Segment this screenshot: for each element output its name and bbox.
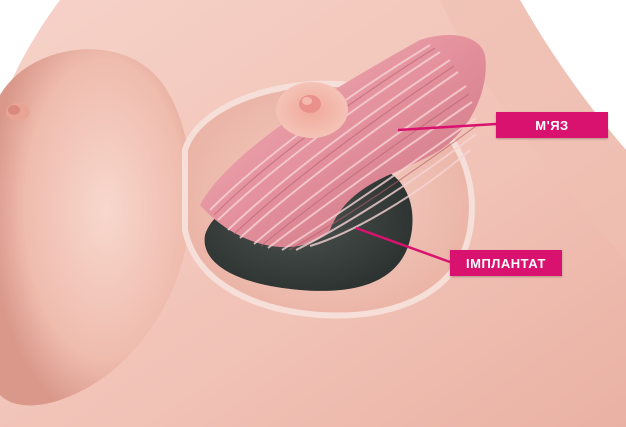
- muscle-label: М'ЯЗ: [496, 112, 608, 138]
- muscle-pointer-line: [397, 122, 497, 132]
- pectoral-muscle: [200, 35, 486, 251]
- implant-pointer-line: [355, 226, 451, 264]
- implant-label: ІМПЛАНТАТ: [450, 250, 562, 276]
- implant-label-text: ІМПЛАНТАТ: [466, 255, 546, 271]
- muscle-label-text: М'ЯЗ: [535, 117, 569, 133]
